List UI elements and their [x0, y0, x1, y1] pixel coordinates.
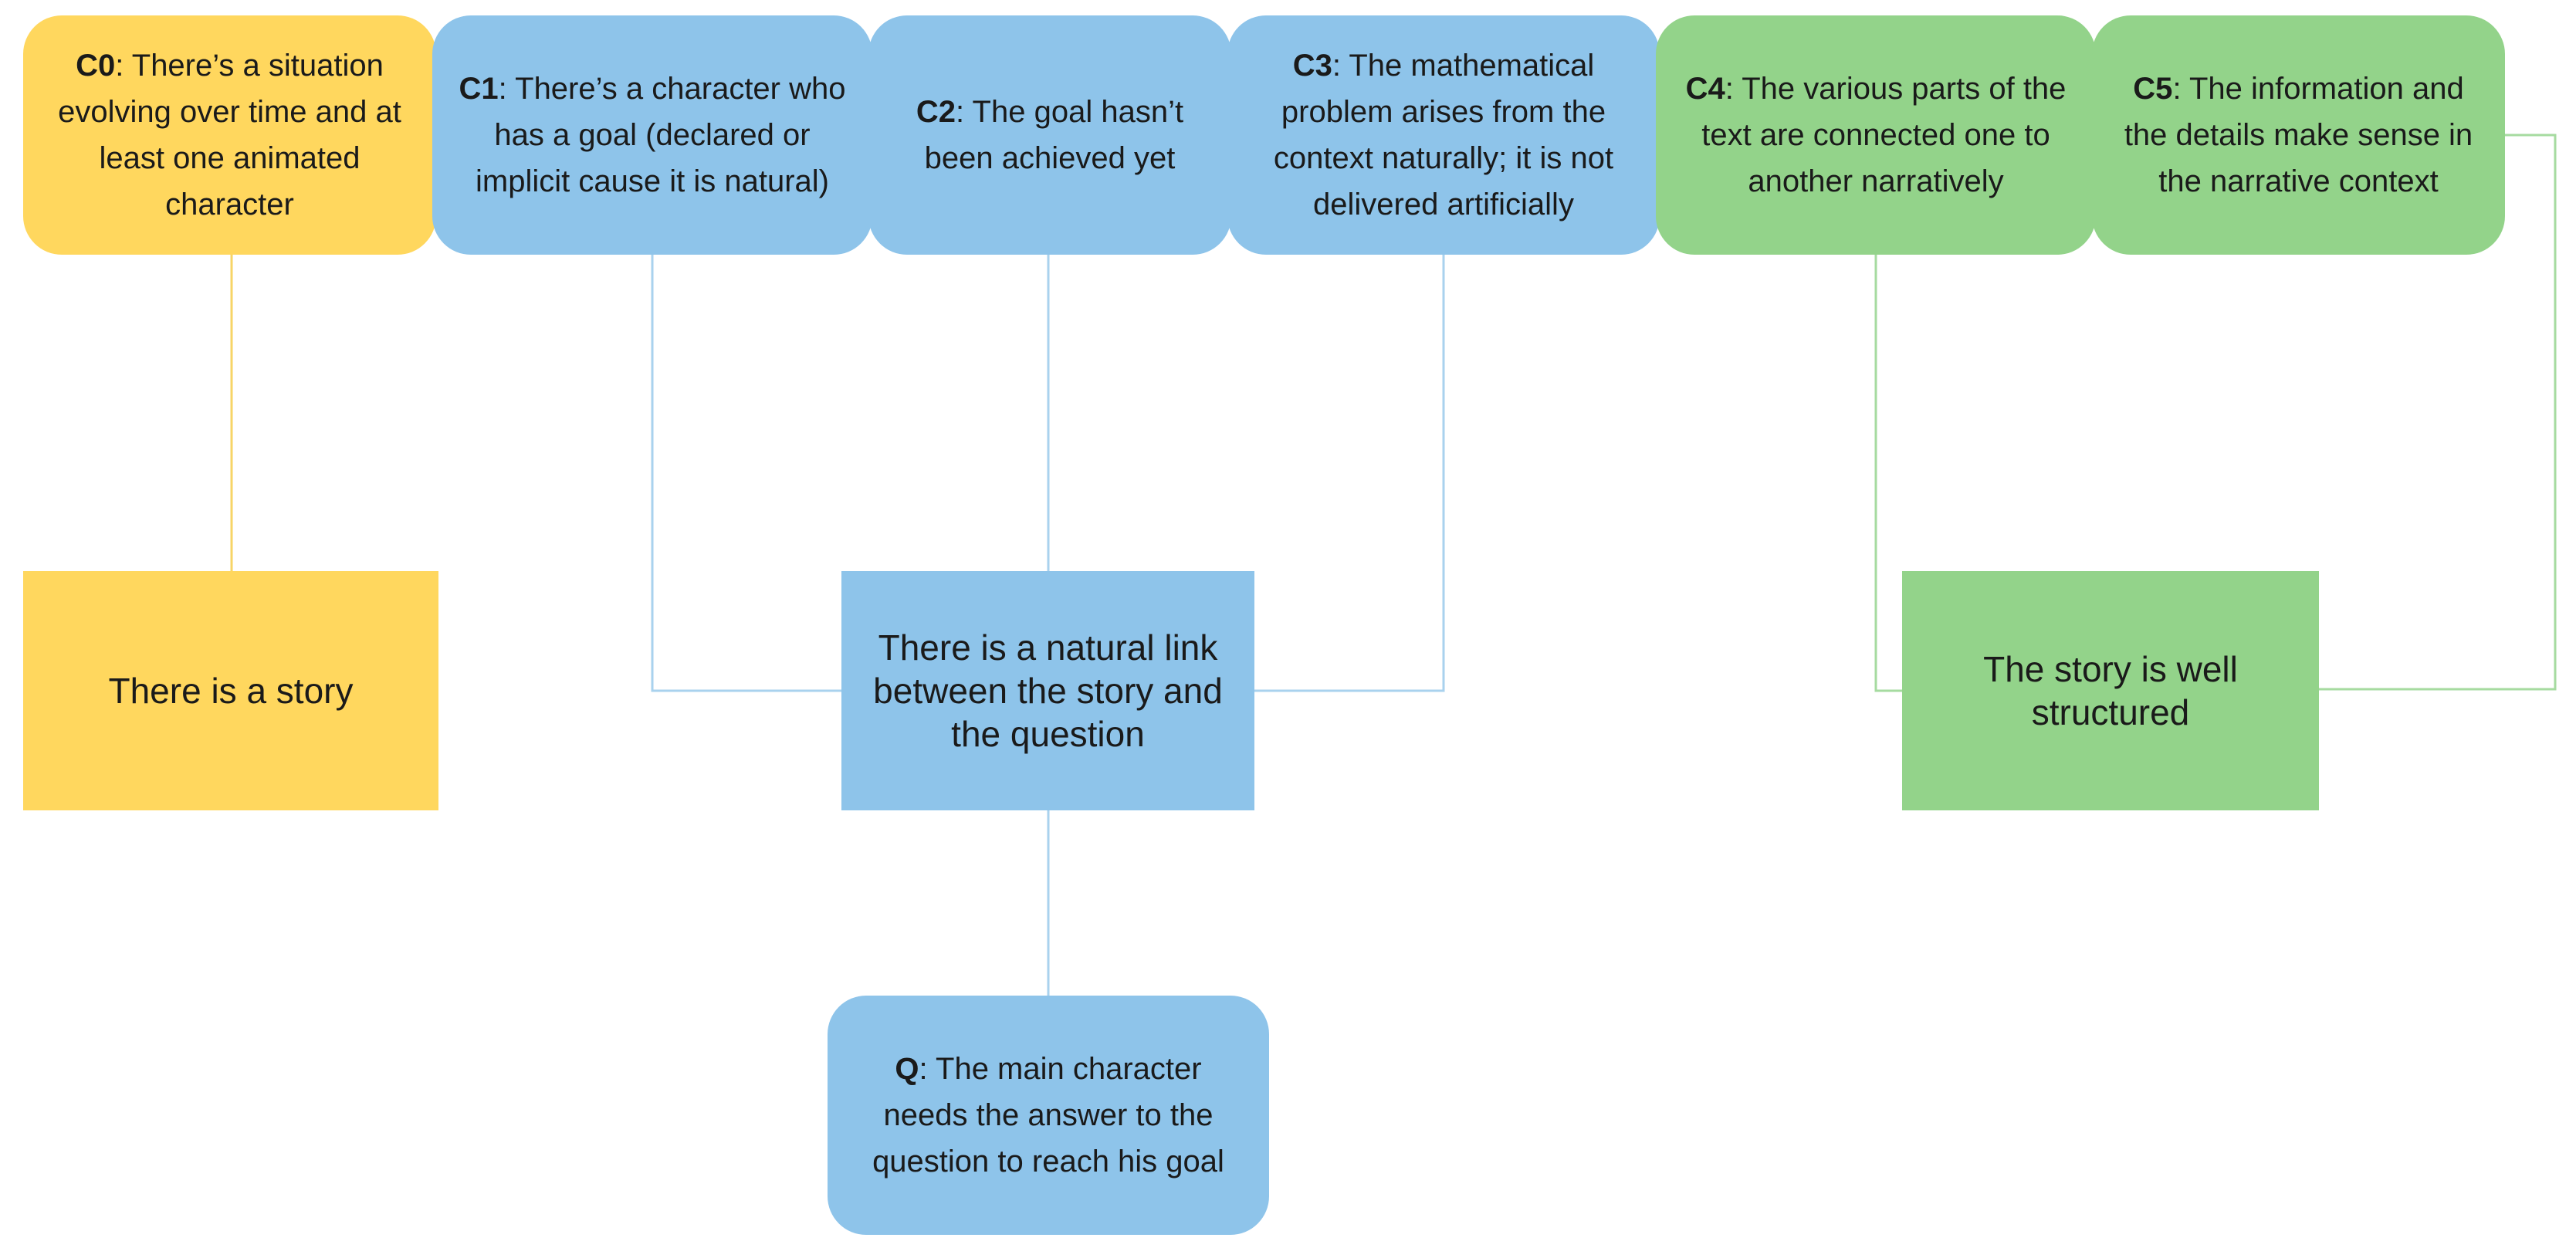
criterion-text: : The mathematical problem arises from t… [1273, 49, 1614, 222]
criterion-c0: C0: There’s a situation evolving over ti… [23, 15, 436, 255]
connector-c3-link [1254, 255, 1445, 692]
criterion-c2: C2: The goal hasn’t been achieved yet [868, 15, 1231, 255]
connector-c4-structured [1874, 255, 1902, 692]
criterion-text: : The information and the details make s… [2124, 72, 2473, 198]
criterion-c1: C1: There’s a character who has a goal (… [432, 15, 872, 255]
criterion-c4: C4: The various parts of the text are co… [1656, 15, 2096, 255]
criterion-text: : There’s a character who has a goal (de… [476, 72, 846, 198]
outcome-text: The story is well structured [1983, 649, 2238, 732]
criterion-code: C2 [916, 95, 956, 129]
outcome-story: There is a story [23, 571, 438, 810]
criterion-text: : The goal hasn’t been achieved yet [924, 95, 1184, 175]
criterion-code: C1 [459, 72, 499, 106]
question-code: Q [895, 1052, 919, 1086]
outcome-text: There is a story [108, 671, 354, 711]
criterion-code: C4 [1685, 72, 1725, 106]
connector-c5-structured [2319, 134, 2557, 691]
connector-c1-link [651, 255, 841, 692]
criterion-text: : The various parts of the text are conn… [1701, 72, 2067, 198]
criterion-text: : There’s a situation evolving over time… [58, 49, 401, 222]
criterion-c3: C3: The mathematical problem arises from… [1227, 15, 1660, 255]
criterion-code: C3 [1292, 49, 1332, 83]
criterion-c5: C5: The information and the details make… [2092, 15, 2505, 255]
outcome-well-structured: The story is well structured [1902, 571, 2319, 810]
criterion-code: C0 [76, 49, 116, 83]
question-text: : The main character needs the answer to… [872, 1052, 1224, 1179]
question-q: Q: The main character needs the answer t… [828, 996, 1269, 1235]
criterion-code: C5 [2133, 72, 2173, 106]
outcome-text: There is a natural link between the stor… [873, 627, 1223, 754]
outcome-natural-link: There is a natural link between the stor… [841, 571, 1254, 810]
